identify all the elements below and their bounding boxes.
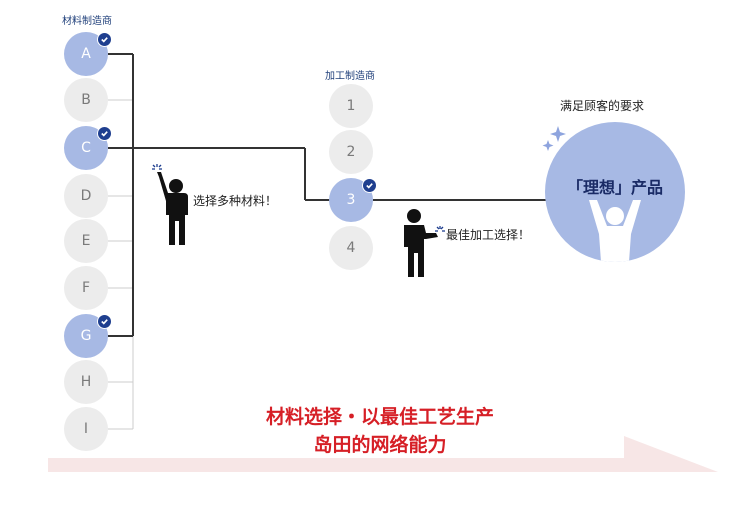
processors-title: 加工制造商 [325, 71, 375, 82]
unselected-connectors [108, 99, 134, 430]
sparkle-icon [542, 126, 566, 151]
material-label: G [80, 328, 92, 344]
material-item-a: A [64, 32, 112, 76]
check-icon [97, 314, 112, 329]
material-item-b: B [64, 78, 108, 122]
customer-caption: 满足顾客的要求 [560, 99, 645, 113]
tagline-line-1: 材料选择・以最佳工艺生产 [265, 406, 494, 428]
processor-label: 2 [346, 144, 356, 160]
material-item-g: G [64, 314, 112, 358]
materials-title: 材料制造商 [62, 16, 112, 27]
person-pointing-icon [152, 164, 188, 245]
processor-item-3: 3 [329, 178, 377, 222]
processor-item-4: 4 [329, 226, 373, 270]
material-item-c: C [64, 126, 112, 170]
processor-label: 4 [346, 240, 356, 256]
material-item-h: H [64, 360, 108, 404]
processor-item-1: 1 [329, 84, 373, 128]
processor-label: 1 [346, 98, 356, 114]
progress-arrow [48, 436, 718, 472]
ideal-product-label: 「理想」产品 [566, 178, 663, 197]
check-icon [97, 126, 112, 141]
ideal-product-circle: 「理想」产品 [545, 122, 685, 262]
material-label: I [83, 421, 89, 437]
selected-path [108, 53, 548, 337]
material-item-f: F [64, 266, 108, 310]
person-hand-icon [404, 209, 445, 277]
material-label: C [81, 140, 91, 156]
speech-choose-processing: 最佳加工选择！ [446, 228, 531, 242]
material-item-i: I [64, 407, 108, 451]
processor-label: 3 [346, 192, 356, 208]
check-icon [362, 178, 377, 193]
material-label: H [80, 374, 92, 390]
material-label: E [81, 233, 91, 249]
cheering-person-icon [589, 200, 641, 262]
material-label: A [81, 46, 91, 62]
speech-choose-material: 选择多种材料！ [193, 194, 278, 208]
material-item-d: D [64, 174, 108, 218]
check-icon [97, 32, 112, 47]
material-label: B [81, 92, 91, 108]
material-item-e: E [64, 219, 108, 263]
tagline-line-2: 岛田的网络能力 [313, 434, 447, 456]
processor-item-2: 2 [329, 130, 373, 174]
material-label: F [81, 280, 91, 296]
material-label: D [80, 188, 92, 204]
